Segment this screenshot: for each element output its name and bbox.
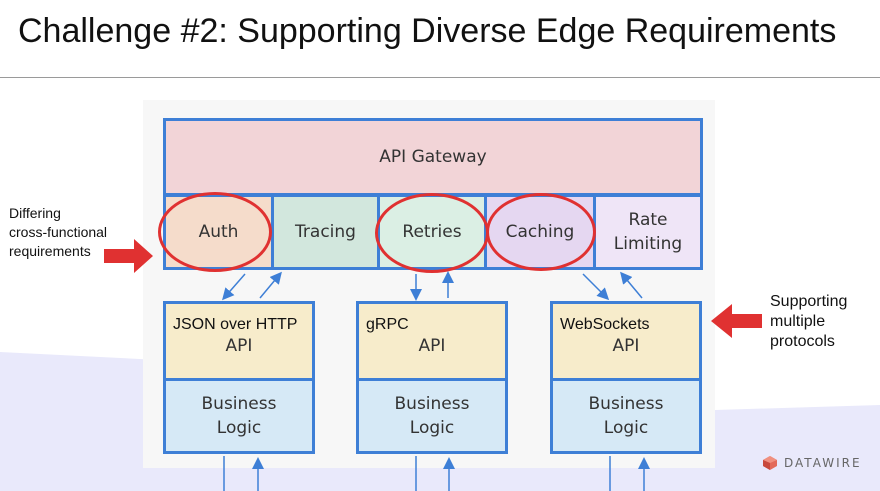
business-logic-label: Business Logic	[588, 394, 664, 438]
highlight-ring-auth	[158, 192, 272, 272]
protocol-label: WebSockets	[560, 316, 650, 333]
service-api-box: JSON over HTTP API	[163, 301, 315, 381]
service-api-box: gRPC API	[356, 301, 508, 381]
annotation-protocols: Supporting multiple protocols	[770, 293, 848, 350]
api-label: API	[225, 336, 253, 356]
api-gateway-box: API Gateway	[163, 118, 703, 196]
api-label: API	[612, 336, 640, 356]
business-logic-box: Business Logic	[550, 378, 702, 454]
title-divider	[0, 77, 880, 78]
brand-logo: DATAWIRE	[762, 455, 862, 471]
api-gateway-label: API Gateway	[379, 147, 487, 167]
feature-tracing: Tracing	[271, 194, 380, 270]
annotation-cross-functional: Differing cross-functional requirements	[9, 205, 108, 259]
business-logic-box: Business Logic	[163, 378, 315, 454]
feature-label: Rate Limiting	[613, 210, 683, 254]
datawire-logo-icon	[763, 456, 777, 470]
brand-name: DATAWIRE	[784, 456, 862, 470]
highlight-ring-retries	[375, 193, 489, 273]
business-logic-label: Business Logic	[394, 394, 470, 438]
service-api-box: WebSockets API	[550, 301, 702, 381]
highlight-ring-caching	[486, 193, 596, 271]
business-logic-box: Business Logic	[356, 378, 508, 454]
feature-label: Tracing	[295, 222, 356, 242]
business-logic-label: Business Logic	[201, 394, 277, 438]
protocol-label: JSON over HTTP	[173, 316, 298, 333]
slide-title: Challenge #2: Supporting Diverse Edge Re…	[18, 12, 837, 50]
feature-rate-limiting: Rate Limiting	[593, 194, 703, 270]
api-label: API	[418, 336, 446, 356]
protocol-label: gRPC	[366, 316, 409, 333]
